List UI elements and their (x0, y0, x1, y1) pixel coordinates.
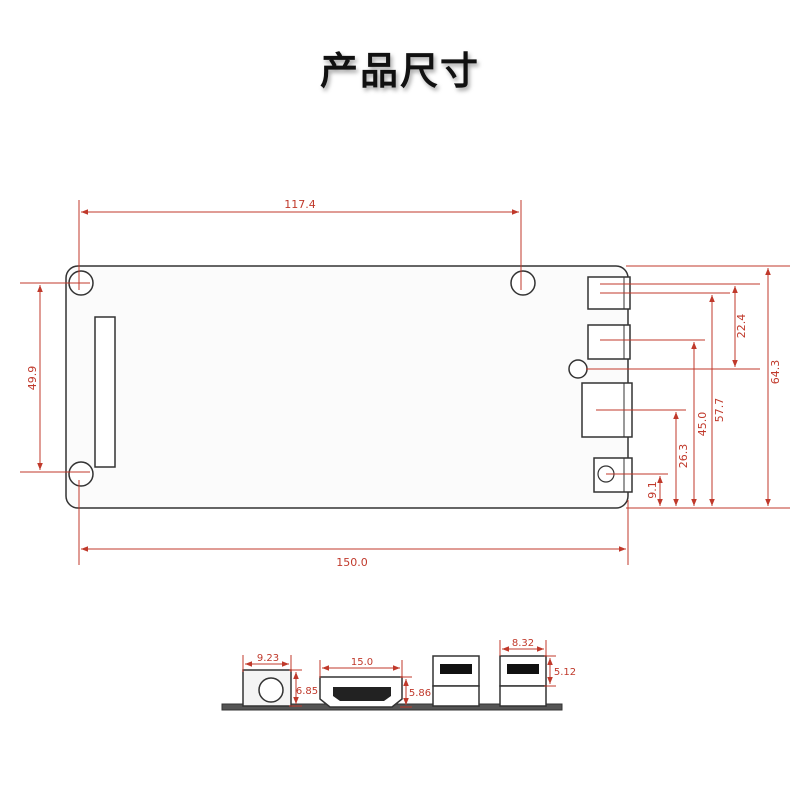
side-hdmi-port (319, 676, 403, 708)
dim-port-26-3: 26.3 (677, 444, 690, 469)
dim-dc-height: 6.85 (296, 686, 318, 697)
dim-hole-spacing-x: 117.4 (284, 198, 316, 211)
dim-total-height: 64.3 (769, 360, 782, 385)
dim-port-9-1: 9.1 (646, 481, 659, 499)
dim-port-45-0: 45.0 (696, 412, 709, 437)
dim-hole-spacing-y: 49.9 (26, 366, 39, 391)
mount-hole-bottom-left (68, 461, 94, 487)
page-title: 产品尺寸 (319, 49, 480, 93)
dim-usb-width: 8.32 (512, 638, 534, 649)
side-view-dimensions (242, 640, 556, 708)
board-outline (65, 265, 629, 509)
top-view-dimension-labels: 117.4 150.0 49.9 64.3 57.7 45.0 26.3 22.… (26, 198, 782, 569)
side-usb-port-2 (499, 655, 547, 707)
dim-usb-height: 5.12 (554, 667, 576, 678)
round-component (568, 359, 588, 379)
lvds-connector (94, 316, 116, 468)
side-view-dimension-labels: 9.23 6.85 15.0 5.86 8.32 5.12 (257, 638, 576, 699)
top-view-dimensions (20, 200, 790, 565)
board-side-view (221, 655, 563, 711)
usb-port-2 (587, 324, 631, 360)
board-top-view (65, 265, 633, 509)
dim-hdmi-width: 15.0 (351, 657, 373, 668)
dim-total-width: 150.0 (336, 556, 368, 569)
mount-hole-top-right (510, 270, 536, 296)
dim-dc-width: 9.23 (257, 653, 279, 664)
side-dc-jack (242, 669, 292, 707)
dim-hdmi-height: 5.86 (409, 688, 431, 699)
side-usb-port-1 (432, 655, 480, 707)
dim-port-22-4: 22.4 (735, 314, 748, 339)
dim-port-57-7: 57.7 (713, 398, 726, 423)
